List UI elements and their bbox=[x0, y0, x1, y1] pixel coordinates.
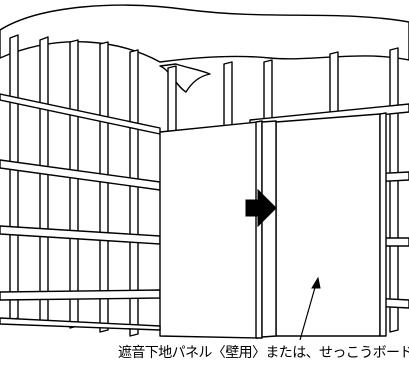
panel-left-edge bbox=[255, 120, 263, 339]
ceiling-sheet bbox=[0, 4, 409, 63]
caption-leader-arrow bbox=[299, 276, 321, 341]
arrow-right-icon bbox=[245, 188, 277, 228]
panel-gap-stud bbox=[261, 120, 277, 338]
panel-left bbox=[159, 121, 259, 339]
panel-right-edge bbox=[379, 112, 387, 337]
floor-line bbox=[0, 317, 161, 331]
panel-right bbox=[275, 113, 381, 337]
panel-caption: 遮音下地パネル〈壁用〉または、せっこうボード bbox=[118, 345, 409, 361]
